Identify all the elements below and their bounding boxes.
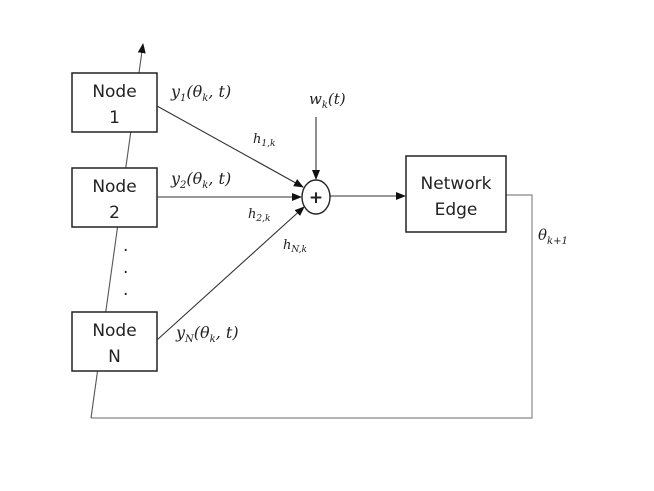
signal-label-y1: y1(θk, t): [170, 82, 231, 104]
arrow-node-n-to-sum: [156, 206, 305, 341]
node-2-label-line2: 2: [109, 203, 120, 223]
node-n-box: Node N: [71, 311, 158, 372]
node-1-box: Node 1: [71, 72, 158, 133]
noise-label: wk(t): [309, 90, 346, 111]
summing-junction: +: [301, 179, 331, 215]
arrow-node-1-to-sum: [156, 105, 304, 188]
ellipsis-dot-2: .: [123, 258, 128, 278]
gain-label-hn: hN,k: [283, 238, 307, 255]
node-1-label-line1: Node: [92, 82, 136, 102]
node-2-label-line1: Node: [92, 177, 136, 197]
node-1-label-line2: 1: [109, 108, 120, 128]
gain-label-h2: h2,k: [248, 207, 270, 224]
node-n-label-line2: N: [108, 347, 121, 367]
feedback-line: [91, 194, 533, 419]
feedback-label: θk+1: [538, 226, 568, 247]
network-edge-box: Network Edge: [405, 155, 507, 233]
signal-label-y2: y2(θk, t): [170, 169, 231, 191]
plus-icon: +: [309, 188, 323, 208]
network-edge-label-line2: Edge: [435, 200, 478, 220]
node-n-label-line1: Node: [92, 321, 136, 341]
ellipsis-dot-3: .: [123, 280, 128, 300]
gain-label-h1: h1,k: [253, 132, 275, 149]
ellipsis-dot-1: .: [123, 236, 128, 256]
network-edge-label-line1: Network: [421, 174, 492, 194]
node-2-box: Node 2: [71, 167, 158, 228]
signal-label-yn: yN(θk, t): [175, 323, 239, 345]
